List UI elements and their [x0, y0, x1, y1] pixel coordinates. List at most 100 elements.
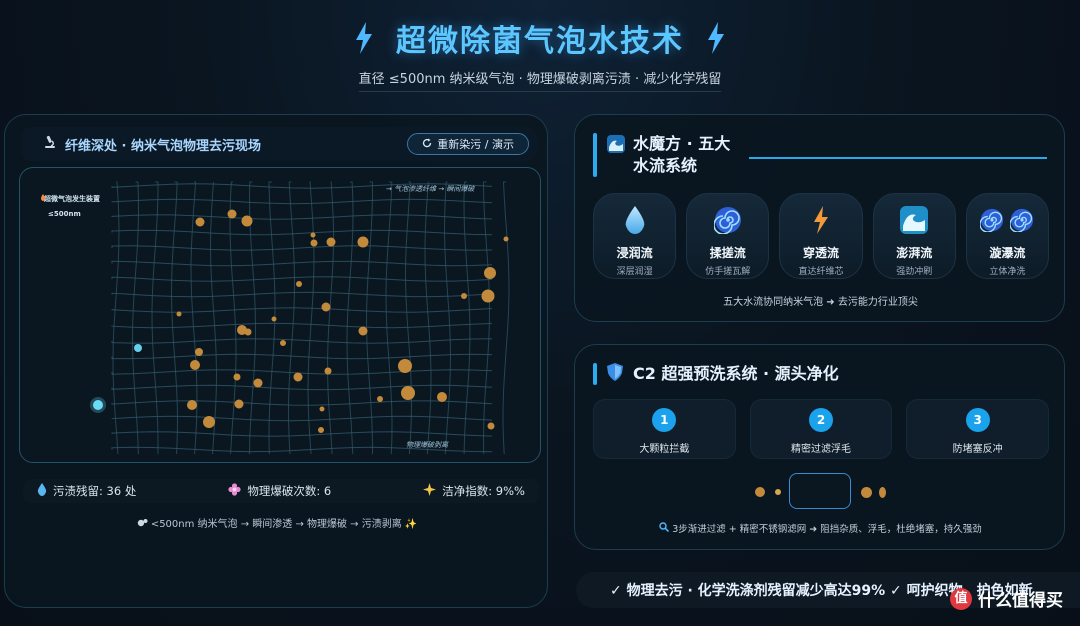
- fiber-thread: [112, 181, 120, 455]
- fiber-thread: [327, 181, 335, 455]
- prewash-panel: C2 超强预洗系统 · 源头净化 1 大颗粒拦截 2 精密过滤浮毛 3 防堵塞反…: [574, 344, 1065, 550]
- lightning-icon: [706, 22, 726, 54]
- fiber-canvas: [90, 181, 510, 455]
- stain-particle: [241, 215, 253, 227]
- demo-header: 纤维深处 · 纳米气泡物理去污现场 重新染污 / 演示: [21, 127, 537, 161]
- stain-particle: [293, 372, 303, 382]
- title-underline: [749, 157, 1047, 159]
- flow-desc: 直达纤维芯: [798, 267, 844, 277]
- reset-demo-button[interactable]: 重新染污 / 演示: [407, 133, 529, 155]
- lightning-icon: [812, 206, 830, 238]
- stain-particle: [377, 396, 383, 402]
- flow-desc: 强劲冲刷: [896, 267, 933, 277]
- fiber-thread: [111, 229, 493, 236]
- flow-card-penetration[interactable]: 穿透流 直达纤维芯: [779, 193, 863, 279]
- fiber-thread: [502, 181, 510, 455]
- water-system-title: 水魔方 · 五大 水流系统: [633, 134, 731, 175]
- fiber-thread: [229, 181, 237, 455]
- water-system-header: 水魔方 · 五大 水流系统: [593, 133, 730, 177]
- stain-particle: [195, 217, 205, 227]
- demo-title-text: 纤维深处 · 纳米气泡物理去污现场: [65, 138, 261, 154]
- fiber-thread: [307, 181, 315, 455]
- flow-name: 揉搓流: [709, 246, 746, 260]
- prewash-caption: 3步渐进过滤 + 精密不锈钢滤网 ➜ 阻挡杂质、浮毛，杜绝堵塞，持久强劲: [575, 521, 1066, 535]
- fiber-thread: [151, 181, 159, 455]
- stain-particle: [503, 236, 509, 242]
- accent-bar: [593, 363, 597, 385]
- water-system-caption: 五大水流协同纳米气泡 ➜ 去污能力行业顶尖: [723, 297, 918, 308]
- step-number: 1: [652, 408, 677, 432]
- flow-name: 澎湃流: [896, 246, 933, 260]
- fiber-thread: [268, 181, 276, 455]
- fiber-thread: [111, 245, 493, 251]
- fiber-burst-label: 物理爆破剥离: [406, 441, 448, 449]
- stain-particle: [324, 367, 332, 375]
- stain-particle: [271, 316, 277, 322]
- impurity-particle: [861, 487, 872, 498]
- prewash-step: 1 大颗粒拦截: [593, 399, 736, 459]
- impurity-particle: [879, 487, 886, 498]
- stat-clean-index: 洁净指数: 9%%: [423, 483, 525, 499]
- refresh-icon: [422, 138, 432, 151]
- fiber-thread: [287, 181, 296, 455]
- stain-particle: [176, 311, 182, 317]
- stain-particle: [310, 239, 318, 247]
- flow-direction-label: → 气泡渗透纤维 → 瞬间爆破: [386, 185, 475, 193]
- watermark-text: 什么值得买: [978, 591, 1063, 611]
- stain-particle: [234, 399, 244, 409]
- magnifier-icon: [659, 522, 672, 535]
- footer-banner: ✓ 物理去污 · 化学洗涤剂残留减少高达99% ✓ 呵护织物，护色如新: [576, 572, 1080, 608]
- flow-card-cascade[interactable]: 漩瀑流 立体净洗: [965, 193, 1050, 279]
- stain-particle: [227, 209, 237, 219]
- flow-desc: 立体净洗: [989, 267, 1026, 277]
- sparkle-icon: [423, 483, 437, 499]
- fiber-thread: [111, 415, 493, 422]
- stain-particle: [326, 237, 336, 247]
- fiber-thread: [443, 181, 452, 455]
- stain-particle: [203, 416, 215, 428]
- stain-particle: [484, 267, 496, 279]
- fiber-thread: [111, 198, 493, 205]
- flow-card-immersion[interactable]: 浸润流 深层润湿: [593, 193, 677, 279]
- fiber-thread: [190, 181, 198, 455]
- stat-residue: 污渍残留: 36 处: [37, 483, 136, 499]
- generator-label: 超微气泡发生装置: [40, 194, 100, 204]
- filter-demo: [575, 473, 1066, 509]
- prewash-header: C2 超强预洗系统 · 源头净化: [593, 363, 839, 385]
- step-number: 3: [965, 408, 990, 432]
- flow-card-rubbing[interactable]: 揉搓流 仿手搓瓦解: [686, 193, 770, 279]
- stain-particle: [398, 359, 412, 373]
- fiber-thread: [111, 276, 493, 282]
- water-system-panel: 水魔方 · 五大 水流系统 浸润流 深层润湿 揉搓流 仿手搓瓦解: [574, 114, 1065, 322]
- fiber-thread: [111, 353, 493, 360]
- stain-particle: [437, 392, 447, 402]
- fiber-thread: [111, 400, 493, 406]
- prewash-step: 3 防堵塞反冲: [906, 399, 1050, 459]
- process-chain: <500nm 纳米气泡 → 瞬间渗透 → 物理爆破 → 污渍剥离 ✨: [5, 515, 549, 530]
- flow-name: 穿透流: [803, 246, 840, 260]
- step-label: 大颗粒拦截: [639, 444, 690, 455]
- fiber-thread: [111, 214, 493, 220]
- wave-icon: [607, 135, 625, 157]
- fiber-stage[interactable]: 超微气泡发生装置 ≤500nm → 气泡渗透纤维 → 瞬间爆破 物理爆破剥离: [19, 167, 541, 463]
- prewash-step: 2 精密过滤浮毛: [749, 399, 893, 459]
- prewash-steps: 1 大颗粒拦截 2 精密过滤浮毛 3 防堵塞反冲: [593, 399, 1050, 459]
- step-number: 2: [809, 408, 833, 432]
- fiber-thread: [111, 369, 493, 375]
- water-flow-list: 浸润流 深层润湿 揉搓流 仿手搓瓦解 穿透流 直达纤维芯: [593, 193, 1050, 279]
- page-title: 超微除菌气泡水技术: [396, 24, 684, 59]
- microscope-icon: [43, 135, 57, 153]
- stain-particle: [296, 281, 302, 287]
- flow-name: 漩瀑流: [989, 246, 1026, 260]
- fiber-thread: [248, 181, 257, 455]
- fiber-thread: [111, 291, 493, 298]
- stain-particle: [401, 386, 415, 400]
- wave-icon: [900, 206, 929, 238]
- step-label: 防堵塞反冲: [952, 444, 1003, 455]
- flow-card-surge[interactable]: 澎湃流 强劲冲刷: [872, 193, 956, 279]
- impurity-particle: [775, 489, 781, 495]
- fiber-thread: [111, 307, 493, 313]
- fiber-thread: [111, 384, 493, 391]
- swirl-icon: [1009, 208, 1034, 236]
- fiber-thread: [111, 338, 493, 344]
